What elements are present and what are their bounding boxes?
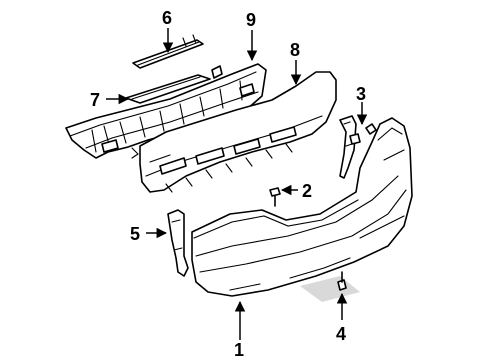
part-1-bumper-cover xyxy=(191,117,413,302)
callout-9: 9 xyxy=(246,10,256,30)
callout-5: 5 xyxy=(130,224,140,244)
part-6-upper-strip xyxy=(132,34,204,69)
part-3-right-bracket xyxy=(339,115,377,179)
leader-lines xyxy=(106,28,368,340)
part-4-fastener xyxy=(337,271,347,291)
part-7-pad xyxy=(125,74,211,104)
callout-8: 8 xyxy=(290,40,300,60)
callout-labels: 6 9 8 7 3 2 5 1 4 xyxy=(90,8,366,360)
part-9-reinforcement xyxy=(65,63,267,159)
part-2-clip xyxy=(269,187,281,207)
part-8-absorber xyxy=(139,71,337,193)
callout-2: 2 xyxy=(302,181,312,201)
callout-4: 4 xyxy=(336,324,346,344)
part-5-left-bracket xyxy=(167,209,189,277)
callout-1: 1 xyxy=(234,340,244,360)
callout-6: 6 xyxy=(162,8,172,28)
callout-3: 3 xyxy=(356,84,366,104)
callout-7: 7 xyxy=(90,90,100,110)
